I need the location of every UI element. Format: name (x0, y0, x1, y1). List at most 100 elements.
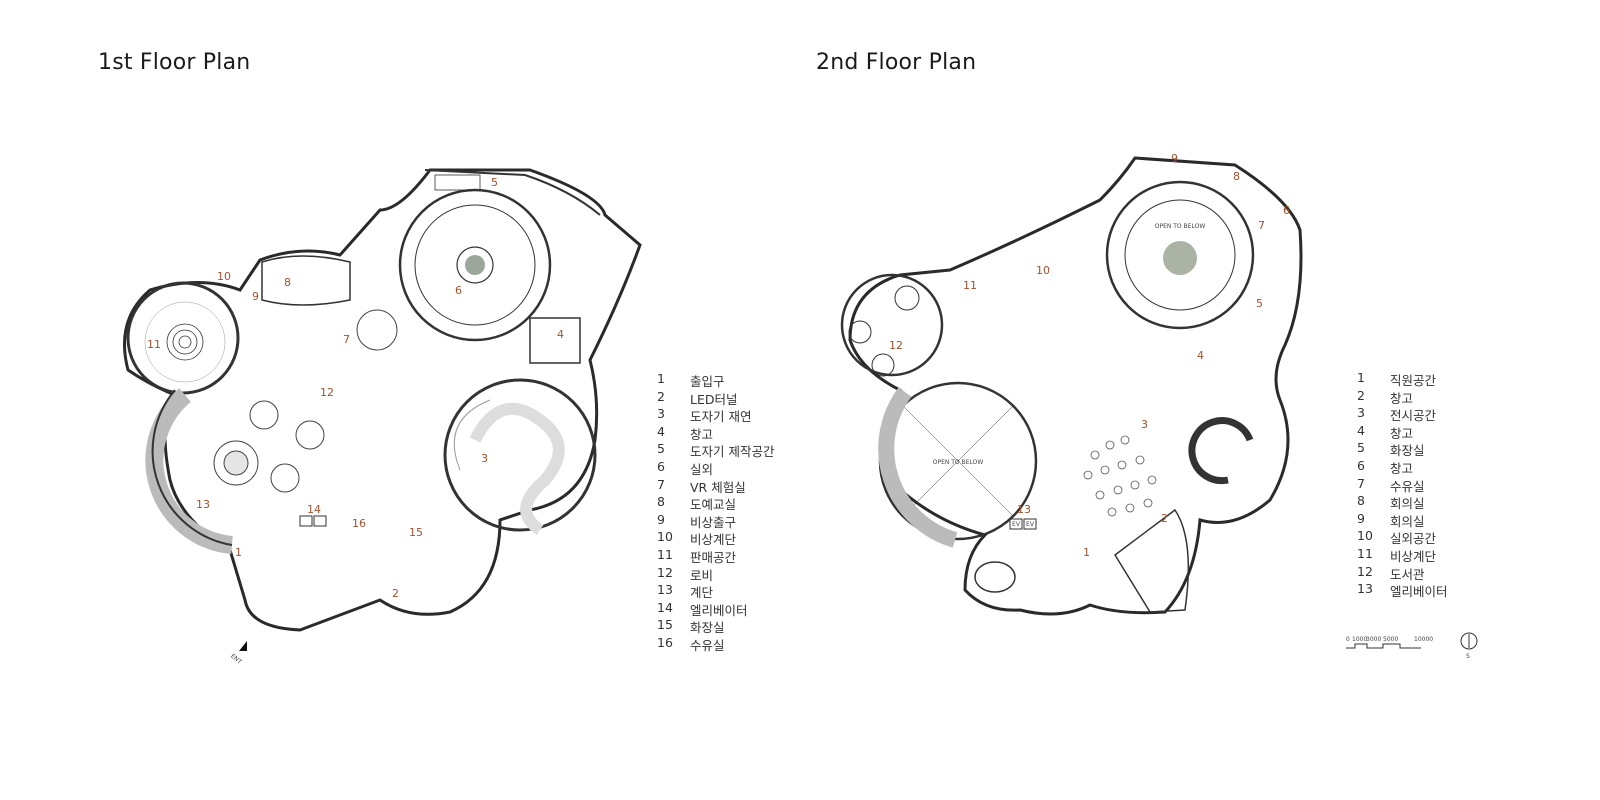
void-1-label: OPEN TO BELOW (933, 459, 984, 466)
legend-row: 6 창고 (1357, 458, 1448, 476)
legend-label: 창고 (1390, 390, 1414, 406)
legend-label: 도자기 제작공간 (690, 444, 775, 460)
ev-label-2: EV (1026, 521, 1035, 528)
first-floor-title: 1st Floor Plan (98, 50, 251, 75)
room-num-7: 7 (1258, 219, 1265, 232)
legend-number: 7 (657, 476, 665, 492)
legend-row: 13 계단 (657, 582, 774, 600)
legend-number: 6 (657, 458, 665, 474)
stair-13 (145, 388, 233, 554)
room-num-8: 8 (1233, 170, 1240, 183)
legend-row: 7 VR 체험실 (657, 477, 774, 495)
legend-label: VR 체험실 (690, 479, 746, 495)
ev-label-1: EV (1012, 521, 1021, 528)
north-label: S (1466, 653, 1470, 660)
legend-number: 13 (657, 582, 673, 598)
legend-row: 15 화장실 (657, 617, 774, 635)
room-num-15: 15 (409, 526, 423, 539)
legend-label: 비상계단 (1390, 548, 1437, 564)
legend-row: 2 LED터널 (657, 389, 774, 407)
legend-number: 2 (657, 388, 665, 404)
second-floor-room-numbers: 1 2 3 4 5 6 7 8 9 10 11 12 13 (889, 152, 1290, 559)
legend-label: 전시공간 (1390, 408, 1437, 424)
legend-label: 엘리베이터 (690, 602, 748, 618)
legend-label: 창고 (1390, 460, 1414, 476)
second-floor-title: 2nd Floor Plan (816, 50, 977, 75)
room-8-class (261, 255, 351, 306)
first-floor-walls (123, 168, 642, 632)
void-1 (878, 381, 1038, 548)
legend-number: 3 (657, 406, 665, 422)
legend-number: 4 (657, 423, 665, 439)
room-num-2: 2 (1161, 512, 1168, 525)
legend-number: 7 (1357, 475, 1365, 491)
legend-number: 12 (1357, 563, 1373, 579)
legend-number: 8 (1357, 493, 1365, 509)
room-1-staff (974, 561, 1016, 593)
room-num-12: 12 (320, 386, 334, 399)
entrance-arrow (239, 641, 247, 651)
legend-label: 화장실 (690, 620, 725, 636)
legend-row: 6 실외 (657, 459, 774, 477)
legend-row: 1 직원공간 (1357, 370, 1448, 388)
legend-number: 6 (1357, 457, 1365, 473)
room-num-14: 14 (307, 503, 321, 516)
room-num-3: 3 (481, 452, 488, 465)
legend-number: 1 (657, 371, 665, 386)
legend-number: 11 (657, 546, 673, 562)
room-num-16: 16 (352, 517, 366, 530)
room-num-11: 11 (963, 279, 977, 292)
legend-label: 로비 (690, 567, 714, 583)
room-num-10: 10 (1036, 264, 1050, 277)
scale-tick-10000: 10000 (1414, 636, 1433, 643)
legend-label: 판매공간 (690, 549, 737, 565)
legend-label: 회의실 (1390, 513, 1425, 529)
legend-row: 4 창고 (657, 424, 774, 442)
legend-label: 실외 (690, 461, 714, 477)
scale-tick-0: 0 (1346, 636, 1350, 643)
room-12-library (840, 273, 944, 377)
legend-row: 7 수유실 (1357, 476, 1448, 494)
legend-label: 수유실 (690, 637, 725, 653)
room-num-12: 12 (889, 339, 903, 352)
second-floor-walls (848, 156, 1303, 616)
legend-label: 창고 (1390, 425, 1414, 441)
legend-number: 10 (1357, 528, 1373, 544)
legend-number: 1 (1357, 370, 1365, 385)
void-2-label: OPEN TO BELOW (1155, 223, 1206, 230)
legend-number: 12 (657, 564, 673, 580)
legend-label: LED터널 (690, 391, 738, 407)
legend-label: 출입구 (690, 374, 725, 389)
legend-label: 직원공간 (1390, 373, 1437, 388)
room-3-ceramic (443, 378, 597, 535)
room-5-workshop (424, 169, 601, 216)
legend-number: 13 (1357, 581, 1373, 597)
legend-label: 창고 (690, 426, 714, 442)
legend-row: 1 출입구 (657, 371, 774, 389)
scale-tick-5000: 5000 (1383, 636, 1398, 643)
legend-row: 12 로비 (657, 565, 774, 583)
legend-label: 도자기 재연 (690, 409, 752, 425)
elevator-13 (1009, 518, 1037, 530)
room-num-5: 5 (491, 176, 498, 189)
elevator-14 (299, 515, 327, 527)
room-num-7: 7 (343, 333, 350, 346)
legend-number: 3 (1357, 405, 1365, 421)
legend-number: 15 (657, 617, 673, 633)
legend-number: 14 (657, 599, 673, 615)
legend-label: 수유실 (1390, 478, 1425, 494)
void-2 (1105, 180, 1255, 330)
legend-label: 계단 (690, 585, 714, 601)
